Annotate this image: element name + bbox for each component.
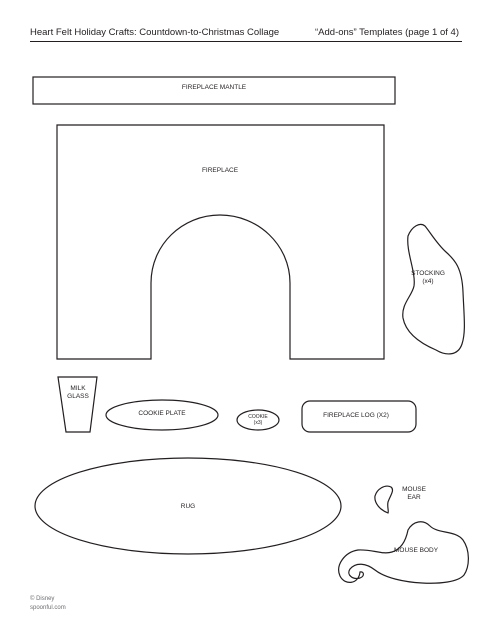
milk-glass-label-line1: MILK bbox=[70, 385, 86, 392]
cookie-label: COOKIE (x3) bbox=[248, 414, 267, 426]
mouse-ear-label-line2: EAR bbox=[407, 494, 421, 501]
mantle-shape bbox=[32, 76, 396, 105]
mouse-ear-shape bbox=[374, 485, 394, 514]
cookie-label-line2: (x3) bbox=[253, 420, 263, 426]
document-title: Heart Felt Holiday Crafts: Countdown-to-… bbox=[30, 27, 280, 38]
milk-glass-label-line2: GLASS bbox=[67, 393, 89, 400]
rug-shape bbox=[34, 457, 342, 555]
stocking-label: STOCKING (x4) bbox=[411, 270, 445, 286]
mouse-ear-label: MOUSE EAR bbox=[402, 486, 426, 502]
cookie-shape bbox=[236, 409, 280, 431]
milk-glass-shape bbox=[57, 376, 98, 433]
stocking-shape bbox=[402, 223, 465, 355]
cookie-label-line1: COOKIE bbox=[248, 414, 268, 420]
stocking-label-line1: STOCKING bbox=[411, 270, 445, 277]
fireplace-log-label: FIREPLACE LOG (X2) bbox=[323, 412, 389, 419]
milk-glass-label: MILK GLASS bbox=[67, 385, 89, 401]
site-text: spoonful.com bbox=[30, 605, 66, 611]
mouse-body-label: MOUSE BODY bbox=[393, 547, 439, 554]
mouse-body-shape bbox=[338, 521, 469, 584]
cookie-plate-shape bbox=[105, 399, 219, 431]
stocking-label-line2: (x4) bbox=[422, 278, 434, 285]
fireplace-label: FIREPLACE bbox=[201, 167, 239, 174]
cookie-plate-label: COOKIE PLATE bbox=[138, 410, 186, 417]
document-subtitle: “Add-ons” Templates (page 1 of 4) bbox=[315, 27, 459, 38]
header-rule bbox=[30, 41, 462, 42]
mouse-ear-label-line1: MOUSE bbox=[402, 486, 426, 493]
mantle-label: FIREPLACE MANTLE bbox=[181, 84, 247, 91]
rug-label: RUG bbox=[180, 503, 196, 510]
fireplace-shape bbox=[56, 124, 385, 360]
fireplace-log-shape bbox=[301, 400, 417, 433]
copyright-text: © Disney bbox=[30, 596, 55, 602]
